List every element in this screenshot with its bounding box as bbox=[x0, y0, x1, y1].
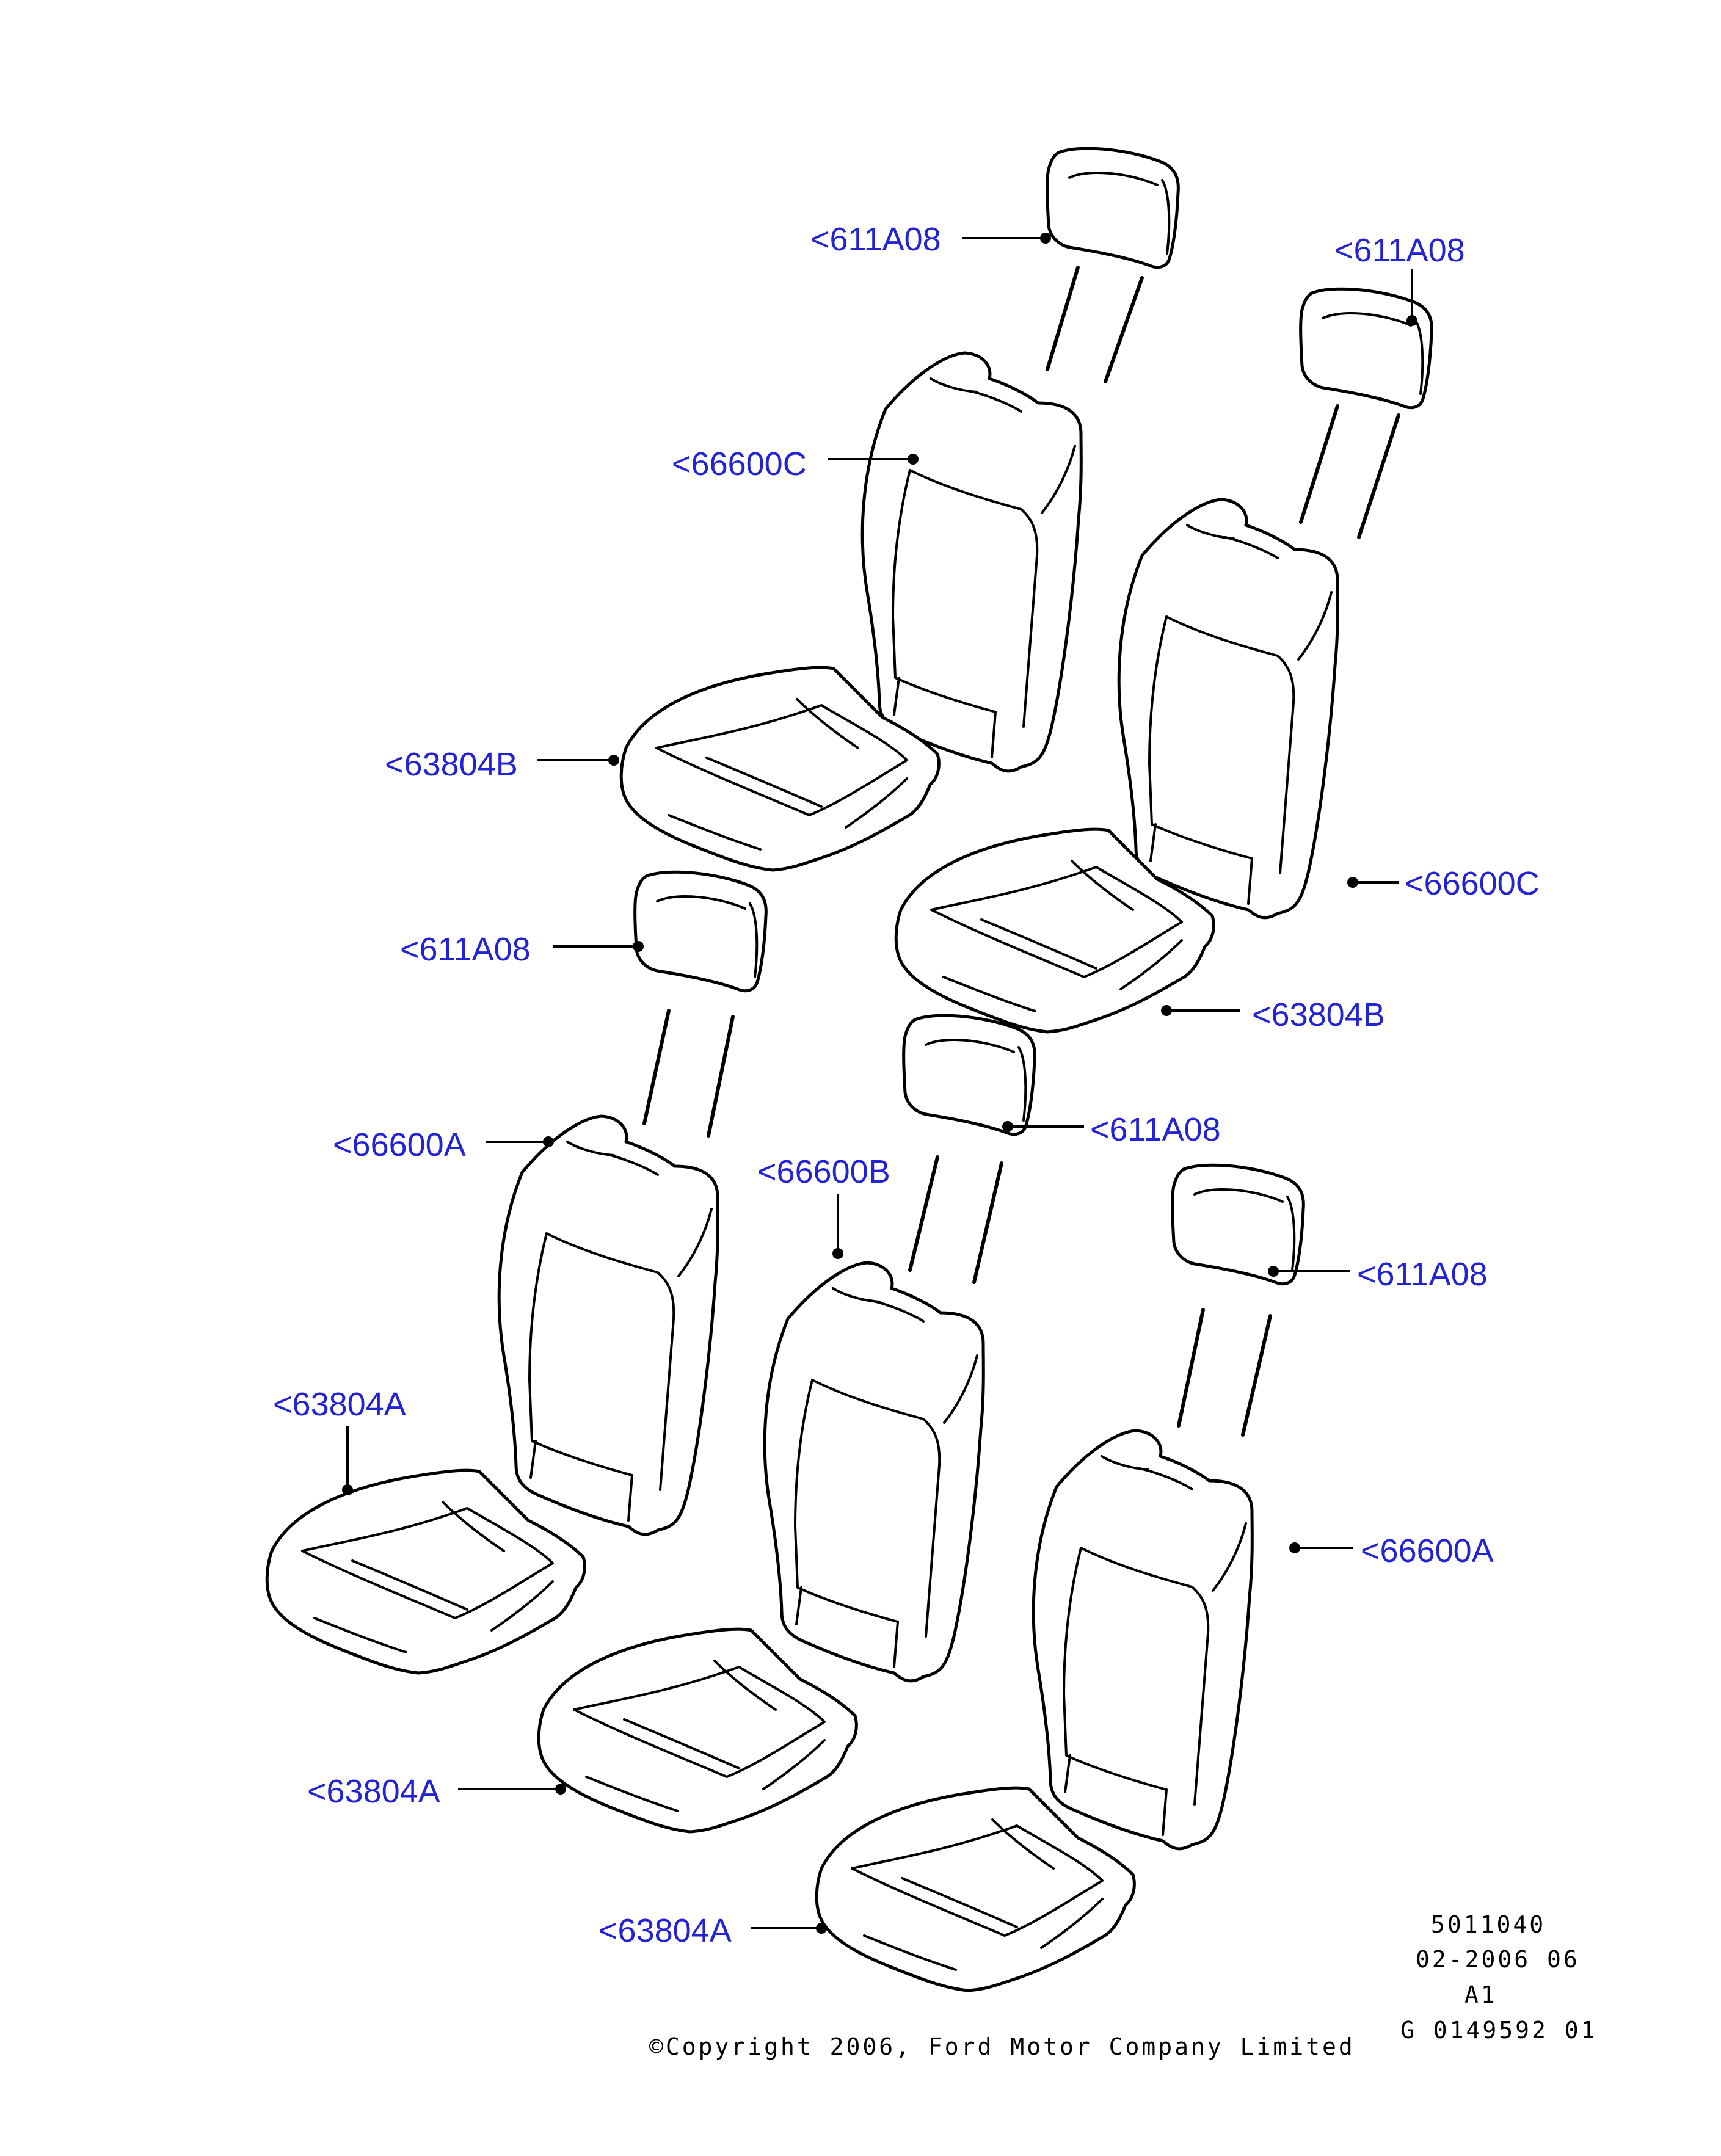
seatback-66600a-middle-left[interactable] bbox=[499, 1116, 718, 1534]
callout-seatback-a-middle-left[interactable]: <66600A bbox=[333, 1127, 466, 1163]
callout-seatback-b-center[interactable]: <66600B bbox=[757, 1153, 890, 1190]
reference-number: 5011040 bbox=[1431, 1911, 1546, 1938]
headrest-611a08-bottom-right[interactable] bbox=[1173, 1165, 1304, 1283]
seatback-66600a-bottom-right[interactable] bbox=[1033, 1431, 1252, 1849]
footer-info: 5011040 02-2006 06 A1 G 0149592 01 ©Copy… bbox=[649, 1911, 1598, 2060]
callout-seatback-a-bottom-right[interactable]: <66600A bbox=[1361, 1533, 1494, 1569]
callout-labels: <611A08 <611A08 <66600C <63804B <66600C … bbox=[273, 221, 1540, 1949]
seat-b-center-group bbox=[539, 1015, 1035, 1832]
headrest-rod bbox=[908, 1155, 939, 1272]
headrest-rod bbox=[1177, 1308, 1205, 1428]
revision-code: A1 bbox=[1464, 1981, 1497, 2008]
callout-headrest-top-left[interactable]: <611A08 bbox=[810, 221, 941, 258]
drawing-id: G 0149592 01 bbox=[1400, 2017, 1598, 2044]
callout-headrest-top-right[interactable]: <611A08 bbox=[1334, 232, 1465, 269]
headrest-rod bbox=[1299, 404, 1339, 524]
headrest-rod bbox=[972, 1161, 1003, 1284]
cushion-63804a-right[interactable] bbox=[817, 1788, 1134, 1991]
callout-cushion-b-top-left[interactable]: <63804B bbox=[385, 746, 518, 783]
callout-seatback-c-top-left[interactable]: <66600C bbox=[672, 446, 807, 482]
callout-seatback-c-top-right[interactable]: <66600C bbox=[1405, 865, 1540, 902]
headrest-611a08-middle-left[interactable] bbox=[635, 872, 766, 990]
headrest-rod bbox=[1046, 266, 1080, 371]
copyright-notice: ©Copyright 2006, Ford Motor Company Limi… bbox=[649, 2033, 1355, 2060]
leader-lines bbox=[342, 233, 1417, 1934]
headrest-rod bbox=[642, 1009, 671, 1125]
headrest-rod bbox=[1241, 1314, 1272, 1437]
cushion-63804a-center[interactable] bbox=[539, 1629, 856, 1832]
seatback-66600c-top-right[interactable] bbox=[1119, 499, 1337, 918]
seat-c-right-group bbox=[896, 289, 1432, 1032]
seat-a-right-group bbox=[817, 1165, 1303, 1991]
headrest-rod bbox=[1104, 276, 1144, 383]
callout-headrest-middle-left[interactable]: <611A08 bbox=[400, 931, 531, 968]
callout-headrest-bottom-right[interactable]: <611A08 bbox=[1357, 1256, 1488, 1293]
headrest-611a08-center[interactable] bbox=[904, 1015, 1035, 1134]
seat-c-left-group bbox=[621, 148, 1178, 870]
drawing-date: 02-2006 06 bbox=[1416, 1946, 1580, 1973]
callout-headrest-center[interactable]: <611A08 bbox=[1090, 1111, 1221, 1148]
headrest-rod bbox=[707, 1015, 735, 1138]
seat-a-left-group bbox=[267, 872, 766, 1673]
headrest-rod bbox=[1357, 413, 1400, 539]
seatback-66600c-top-left[interactable] bbox=[862, 353, 1081, 771]
headrest-611a08-top-left[interactable] bbox=[1047, 148, 1179, 267]
callout-cushion-b-top-right[interactable]: <63804B bbox=[1252, 996, 1385, 1033]
cushion-63804a-left[interactable] bbox=[267, 1470, 584, 1673]
seatback-66600b-center[interactable] bbox=[765, 1263, 983, 1681]
callout-cushion-a-left[interactable]: <63804A bbox=[273, 1386, 406, 1423]
callout-cushion-a-center[interactable]: <63804A bbox=[307, 1773, 440, 1810]
callout-cushion-a-right[interactable]: <63804A bbox=[599, 1912, 732, 1949]
